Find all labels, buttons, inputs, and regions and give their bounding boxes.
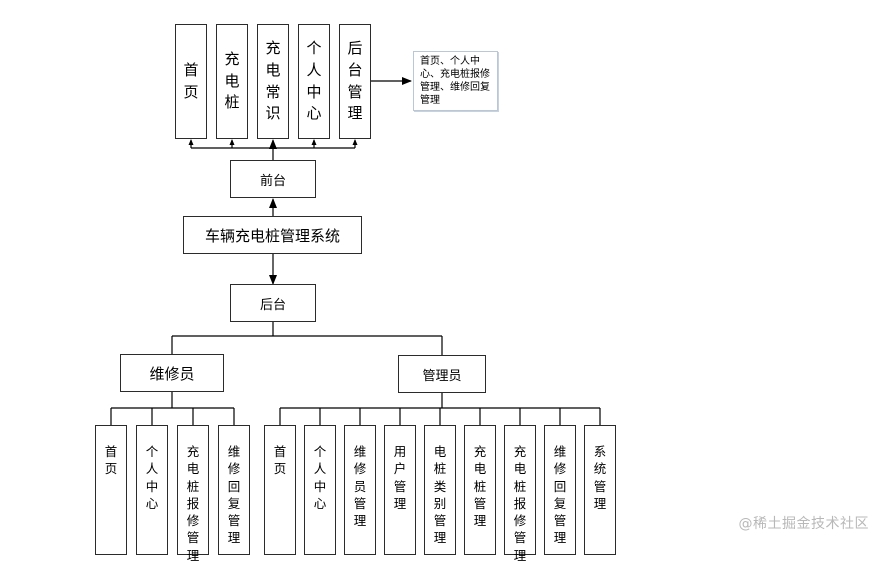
admin-module-home: 首页 bbox=[264, 425, 296, 555]
admin-module-user-management: 用户管理 bbox=[384, 425, 416, 555]
repair-module-personal-center: 个人中心 bbox=[136, 425, 168, 555]
frontend-module-charging-knowledge: 充电常识 bbox=[257, 24, 289, 139]
frontend-module-admin-panel: 后台管理 bbox=[339, 24, 371, 139]
frontend-module-home: 首页 bbox=[175, 24, 207, 139]
repair-module-reply-management: 维修回复管理 bbox=[218, 425, 250, 555]
frontend-node: 前台 bbox=[230, 160, 316, 198]
admin-module-reply-management: 维修回复管理 bbox=[544, 425, 576, 555]
admin-panel-note: 首页、个人中心、充电桩报修管理、维修回复管理 bbox=[413, 51, 498, 111]
admin-node: 管理员 bbox=[398, 355, 486, 393]
root-node: 车辆充电桩管理系统 bbox=[183, 216, 362, 254]
admin-module-report-management: 充电桩报修管理 bbox=[504, 425, 536, 563]
connector-lines bbox=[110, 77, 601, 425]
repair-staff-node: 维修员 bbox=[120, 354, 224, 392]
admin-module-charging-pile-management: 充电桩管理 bbox=[464, 425, 496, 555]
admin-module-pile-category-management: 电桩类别管理 bbox=[424, 425, 456, 555]
admin-module-repair-staff-management: 维修员管理 bbox=[344, 425, 376, 555]
backend-node: 后台 bbox=[230, 284, 316, 322]
admin-module-system-management: 系统管理 bbox=[584, 425, 616, 555]
frontend-module-personal-center: 个人中心 bbox=[298, 24, 330, 139]
repair-module-home: 首页 bbox=[95, 425, 127, 555]
repair-module-report-management: 充电桩报修管理 bbox=[177, 425, 209, 563]
watermark-text: @稀土掘金技术社区 bbox=[738, 516, 869, 532]
frontend-module-charging-pile: 充电桩 bbox=[216, 24, 248, 139]
admin-module-personal-center: 个人中心 bbox=[304, 425, 336, 555]
